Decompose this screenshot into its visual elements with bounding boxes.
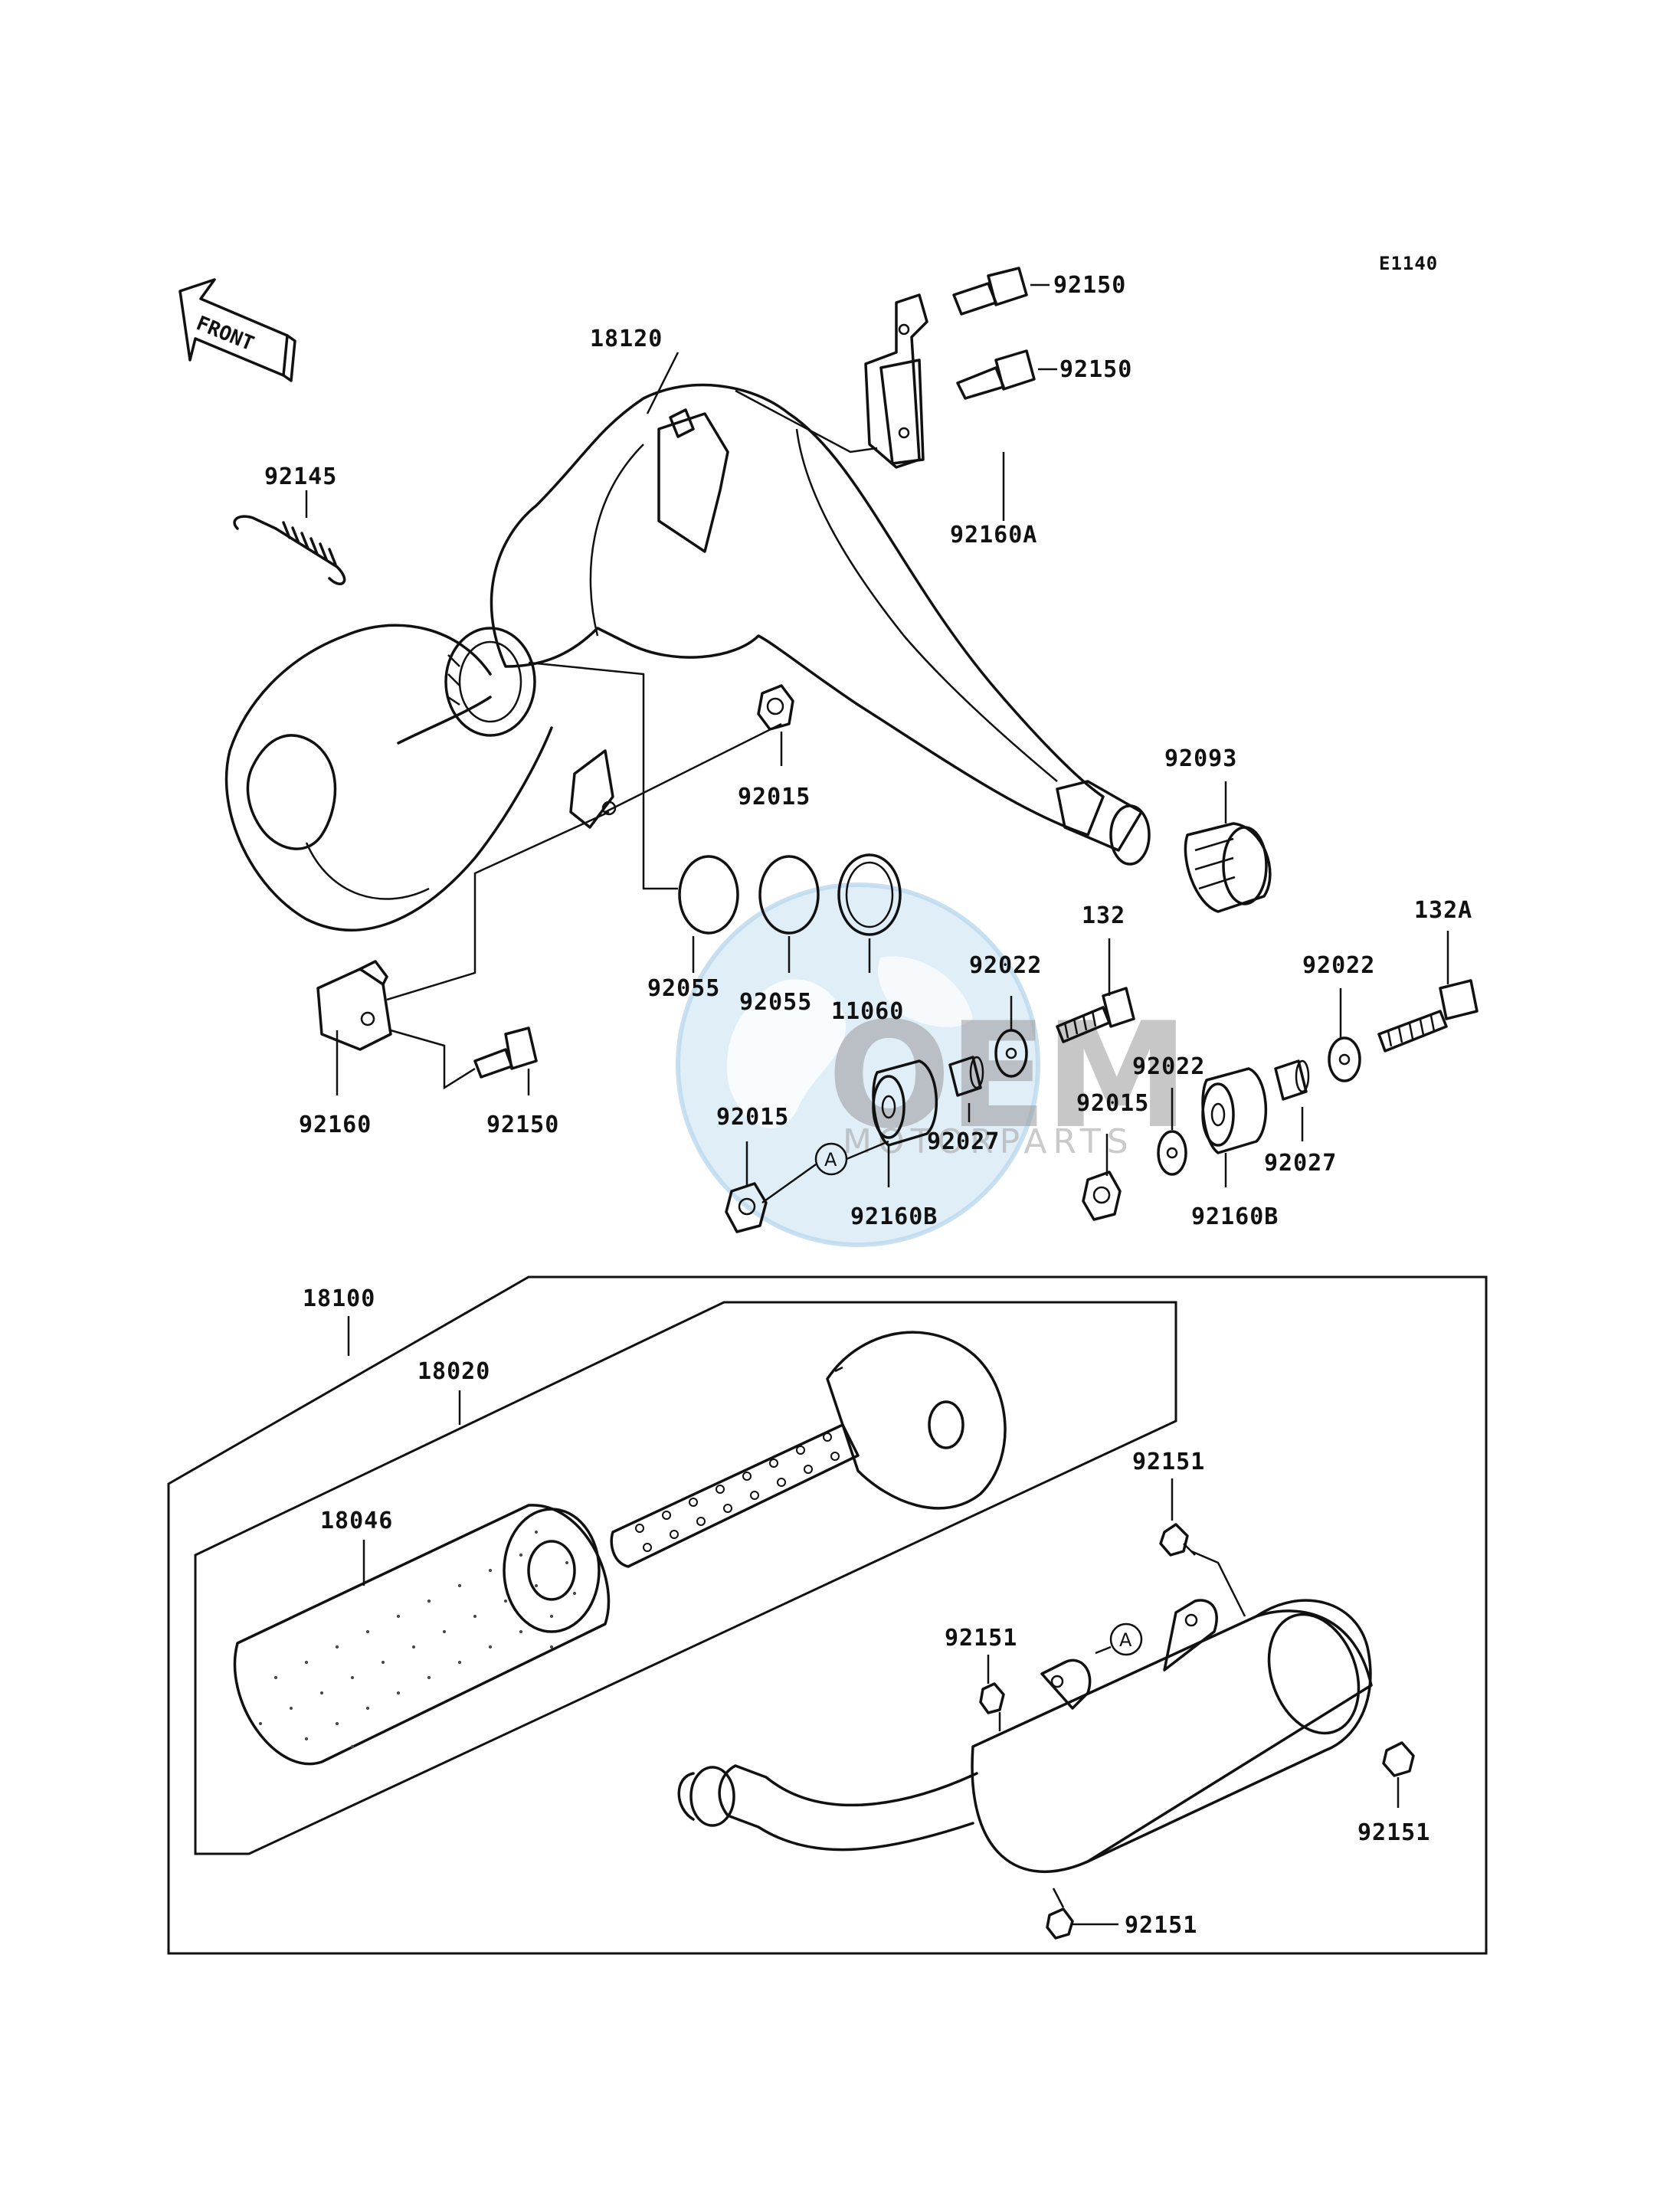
bolt-92150-mid — [956, 349, 1036, 400]
label-92015-upper: 92015 — [738, 784, 811, 810]
nut-92015-mid — [1082, 1171, 1122, 1221]
label-92145: 92145 — [264, 463, 337, 490]
label-18020: 18020 — [418, 1358, 490, 1385]
label-92150-mid: 92150 — [1059, 356, 1132, 383]
label-92093: 92093 — [1164, 745, 1237, 772]
leader-lines-upper — [305, 283, 1449, 1204]
o-ring-92055-b — [758, 855, 820, 935]
bolt-132 — [1056, 987, 1135, 1043]
label-92022-left: 92022 — [969, 952, 1042, 979]
label-18120: 18120 — [590, 326, 663, 352]
nut-92015-upper — [757, 684, 794, 731]
collar-92027-right — [1274, 1059, 1310, 1101]
label-92022-mid: 92022 — [1132, 1053, 1205, 1080]
grommet-92160B-left — [872, 1059, 938, 1147]
label-92151-right: 92151 — [1357, 1819, 1430, 1846]
gasket-11060 — [837, 853, 902, 936]
label-92027-left: 92027 — [927, 1128, 1000, 1155]
label-92055-a: 92055 — [647, 975, 720, 1002]
label-92160B-left: 92160B — [850, 1203, 938, 1230]
label-11060: 11060 — [831, 998, 904, 1025]
leader-lines-lower — [987, 1478, 1400, 1926]
grommet-92160B-right — [1201, 1067, 1267, 1154]
diagram-code: E1140 — [1379, 253, 1438, 274]
callout-a-lower: A — [1109, 1622, 1143, 1656]
callout-a-upper-letter: A — [824, 1149, 837, 1171]
expansion-chamber-18120 — [224, 383, 1151, 932]
silencer-assembly-18100-frame — [167, 1275, 1488, 1955]
washer-92022-right — [1328, 1036, 1361, 1082]
label-132: 132 — [1082, 902, 1125, 929]
front-arrow-icon: FRONT — [178, 278, 296, 382]
label-92055-b: 92055 — [739, 989, 812, 1016]
label-92160A: 92160A — [950, 522, 1037, 548]
grommet-92093 — [1184, 822, 1272, 913]
watermark-sub: MOTORPARTS — [843, 1122, 1135, 1161]
bracket-92160 — [316, 960, 392, 1051]
label-92151-top: 92151 — [1132, 1449, 1205, 1475]
label-92160: 92160 — [299, 1112, 372, 1138]
label-92022-right: 92022 — [1302, 952, 1375, 979]
spring-92145 — [233, 515, 346, 585]
bolt-92151-top — [1159, 1523, 1196, 1557]
washer-92022-mid — [1157, 1130, 1187, 1176]
collar-92027-left — [948, 1056, 984, 1097]
label-92160B-right: 92160B — [1191, 1203, 1279, 1230]
label-18100: 18100 — [303, 1285, 375, 1312]
bracket-92160A — [864, 293, 928, 469]
watermark-globe — [678, 885, 1038, 1245]
callout-a-lower-letter: A — [1119, 1629, 1132, 1651]
bolt-92151-bottom — [1046, 1907, 1074, 1940]
muffler-body — [677, 1599, 1373, 1874]
label-92151-left: 92151 — [945, 1625, 1017, 1652]
silencer-pipe-18020 — [610, 1331, 1007, 1568]
label-132A: 132A — [1414, 897, 1472, 924]
label-92150-low: 92150 — [486, 1112, 559, 1138]
bolt-132A — [1377, 979, 1479, 1053]
o-ring-92055-a — [678, 855, 739, 935]
bolt-92151-left — [979, 1682, 1005, 1714]
bolt-92151-right — [1382, 1741, 1415, 1777]
nut-92015-left — [725, 1182, 768, 1233]
label-18046: 18046 — [320, 1508, 393, 1534]
label-92150-top: 92150 — [1053, 272, 1126, 299]
bolt-92150-top — [952, 267, 1028, 316]
label-92015-mid: 92015 — [1076, 1090, 1149, 1117]
label-92151-bottom: 92151 — [1125, 1912, 1197, 1939]
label-92015-left: 92015 — [716, 1104, 789, 1131]
part-labels: 18120 92150 92150 92145 92160A 92015 920… — [264, 272, 1472, 1939]
bolt-92150-low — [473, 1026, 538, 1079]
label-92027-right: 92027 — [1264, 1150, 1337, 1177]
silencer-packing-18046 — [233, 1504, 611, 1766]
